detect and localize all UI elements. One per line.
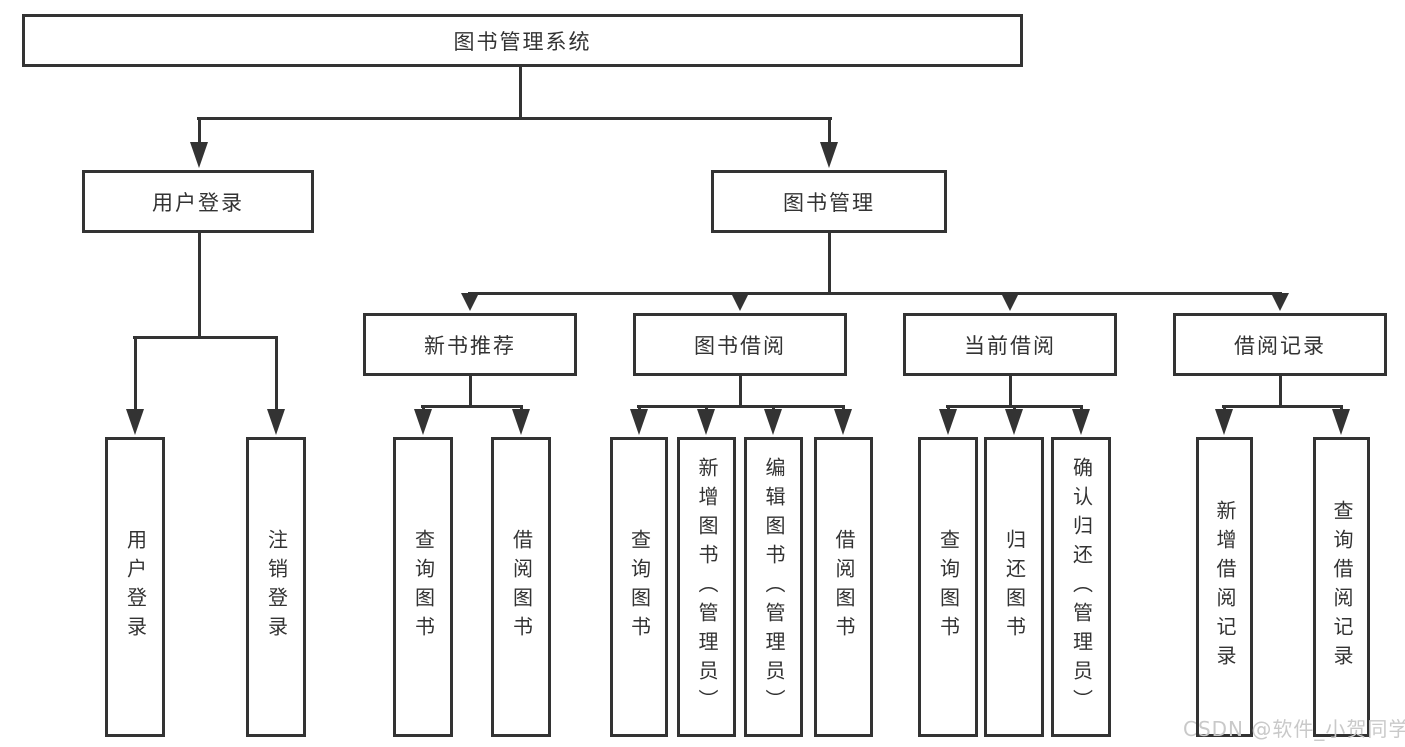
connector-line	[469, 376, 472, 408]
leaf-query-borrow-record: 查询借阅记录	[1313, 437, 1370, 737]
arrow-down-icon	[834, 409, 852, 435]
connector-line	[947, 405, 950, 412]
connector-line	[828, 233, 831, 295]
node-label: 借阅记录	[1234, 333, 1326, 358]
connector-line	[1222, 405, 1342, 408]
arrow-down-icon	[1332, 409, 1350, 435]
leaf-label: 新增图书（管理员）	[695, 456, 719, 718]
node-label: 当前借阅	[964, 333, 1056, 358]
connector-line	[422, 405, 425, 412]
connector-line	[198, 117, 201, 145]
connector-line	[1279, 376, 1282, 408]
leaf-label: 查询借阅记录	[1330, 500, 1354, 674]
node-label: 图书借阅	[694, 333, 786, 358]
leaf-label: 用户登录	[123, 529, 148, 645]
arrow-down-icon	[267, 409, 285, 435]
leaf-borrow-books-recommend: 借阅图书	[491, 437, 551, 737]
leaf-return-books: 归还图书	[984, 437, 1044, 737]
connector-line	[1009, 376, 1012, 408]
connector-line	[468, 292, 1282, 295]
leaf-query-books-current: 查询图书	[918, 437, 978, 737]
connector-line	[842, 405, 845, 412]
leaf-label: 注销登录	[264, 529, 289, 645]
connector-line	[705, 405, 708, 412]
leaf-borrow-books: 借阅图书	[814, 437, 873, 737]
leaf-add-books-admin: 新增图书（管理员）	[677, 437, 736, 737]
leaf-user-login: 用户登录	[105, 437, 165, 737]
leaf-confirm-return-admin: 确认归还（管理员）	[1051, 437, 1111, 737]
node-new-book-recommend: 新书推荐	[363, 313, 577, 376]
node-book-management: 图书管理	[711, 170, 947, 233]
arrow-down-icon	[731, 293, 749, 311]
node-label: 用户登录	[152, 190, 244, 215]
leaf-query-books-recommend: 查询图书	[393, 437, 453, 737]
connector-line	[1013, 405, 1016, 412]
node-book-borrowing: 图书借阅	[633, 313, 847, 376]
node-library-system: 图书管理系统	[22, 14, 1023, 67]
connector-line	[1080, 405, 1083, 412]
arrow-down-icon	[512, 409, 530, 435]
arrow-down-icon	[1215, 409, 1233, 435]
arrow-down-icon	[461, 293, 479, 311]
connector-line	[772, 405, 775, 412]
leaf-label: 查询图书	[411, 529, 436, 645]
arrow-down-icon	[414, 409, 432, 435]
connector-line	[519, 67, 522, 120]
connector-line	[638, 405, 641, 412]
leaf-label: 编辑图书（管理员）	[762, 456, 786, 718]
leaf-label: 查询图书	[627, 529, 652, 645]
arrow-down-icon	[939, 409, 957, 435]
connector-line	[134, 336, 137, 412]
leaf-edit-books-admin: 编辑图书（管理员）	[744, 437, 803, 737]
connector-line	[133, 336, 278, 339]
arrow-down-icon	[1001, 293, 1019, 311]
leaf-label: 查询图书	[936, 529, 961, 645]
leaf-label: 新增借阅记录	[1213, 500, 1237, 674]
arrow-down-icon	[1271, 293, 1289, 311]
connector-line	[275, 336, 278, 412]
watermark: CSDN @软件_小贺同学	[1183, 717, 1405, 741]
node-user-login: 用户登录	[82, 170, 314, 233]
node-label: 新书推荐	[424, 333, 516, 358]
connector-line	[520, 405, 523, 412]
connector-line	[828, 117, 831, 145]
arrow-down-icon	[1072, 409, 1090, 435]
arrow-down-icon	[764, 409, 782, 435]
connector-line	[637, 405, 845, 408]
connector-line	[421, 405, 523, 408]
leaf-label: 确认归还（管理员）	[1069, 456, 1094, 718]
connector-line	[197, 117, 832, 120]
arrow-down-icon	[630, 409, 648, 435]
leaf-add-borrow-record: 新增借阅记录	[1196, 437, 1253, 737]
arrow-down-icon	[126, 409, 144, 435]
connector-line	[1223, 405, 1226, 412]
connector-line	[198, 233, 201, 339]
node-label: 图书管理系统	[453, 29, 592, 54]
leaf-label: 借阅图书	[509, 529, 534, 645]
connector-line	[1340, 405, 1343, 412]
node-borrowing-records: 借阅记录	[1173, 313, 1387, 376]
leaf-query-books-borrowing: 查询图书	[610, 437, 668, 737]
leaf-label: 归还图书	[1002, 529, 1027, 645]
leaf-label: 借阅图书	[832, 529, 856, 645]
arrow-down-icon	[1005, 409, 1023, 435]
leaf-logout: 注销登录	[246, 437, 306, 737]
connector-line	[739, 376, 742, 408]
arrow-down-icon	[697, 409, 715, 435]
arrow-down-icon	[820, 142, 838, 168]
node-current-borrowing: 当前借阅	[903, 313, 1117, 376]
node-label: 图书管理	[783, 190, 875, 215]
arrow-down-icon	[190, 142, 208, 168]
